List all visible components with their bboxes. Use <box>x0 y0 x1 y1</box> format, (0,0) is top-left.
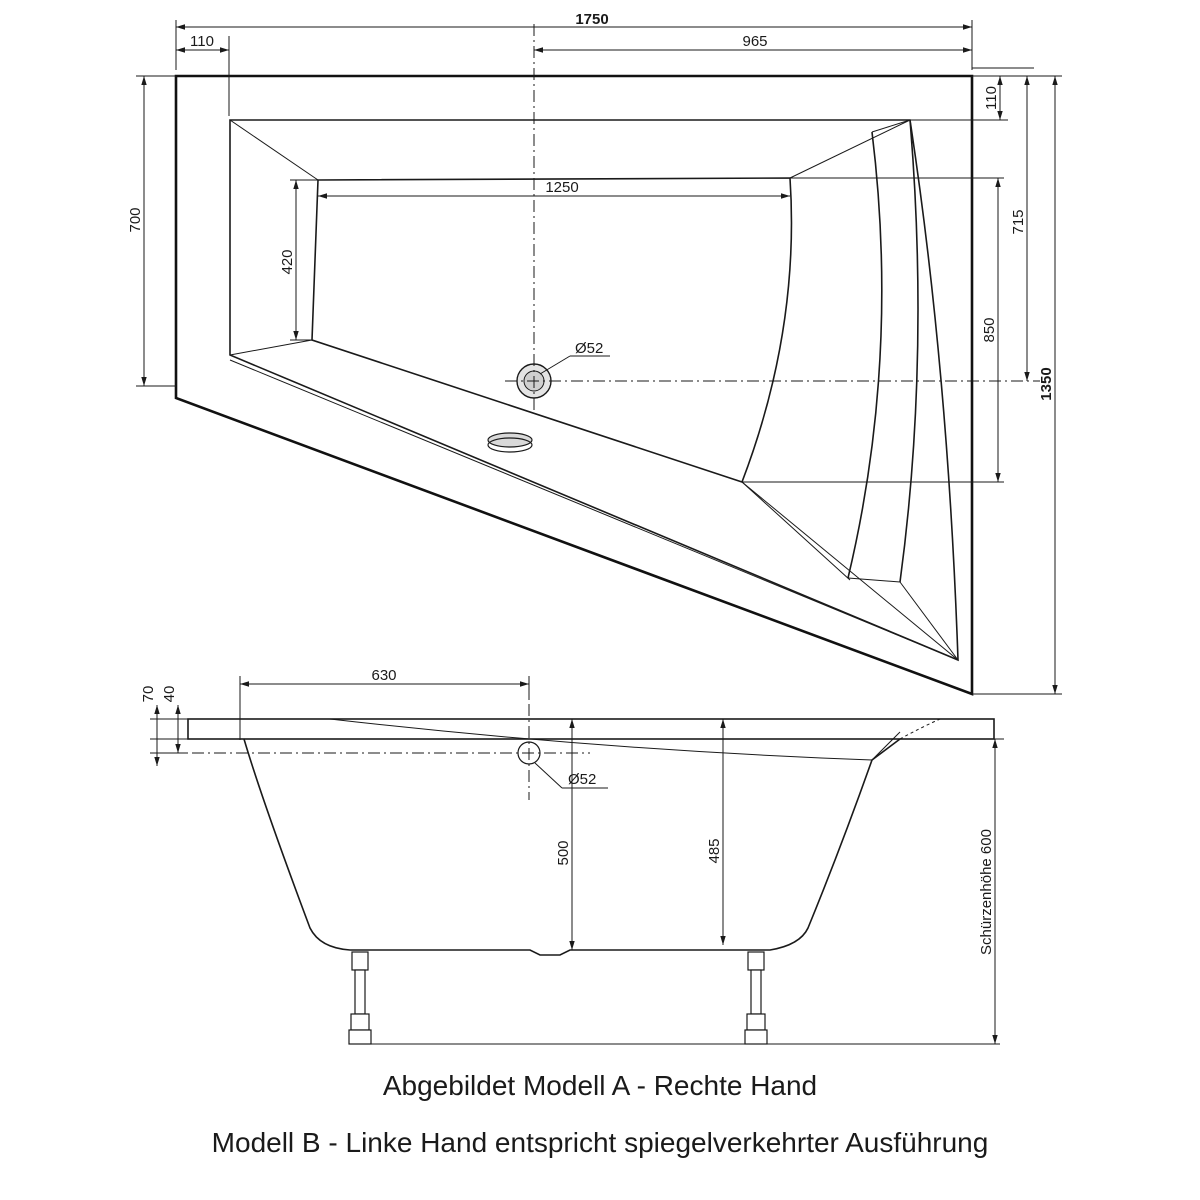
dim-depth-left: 700 <box>127 75 176 387</box>
drain-diameter-label: Ø52 <box>575 340 603 357</box>
dim-side-drain-offset: 630 <box>239 667 530 740</box>
svg-text:70: 70 <box>140 686 157 703</box>
side-drain-diameter-label: Ø52 <box>568 771 596 788</box>
svg-text:1350: 1350 <box>1038 367 1055 400</box>
drain-leader <box>539 355 571 375</box>
dim-depth-right-inner: 850 <box>742 177 1004 483</box>
tub-foot-right <box>744 951 768 1045</box>
tub-outer-contour <box>174 74 974 696</box>
svg-text:40: 40 <box>161 686 178 703</box>
dim-depth-total: 1350 <box>972 75 1062 695</box>
caption-model-a: Abgebildet Modell A - Rechte Hand <box>382 1070 818 1101</box>
dim-drain-to-right: 965 <box>534 33 972 53</box>
tub-basin-floor <box>311 177 793 483</box>
svg-text:485: 485 <box>706 838 723 863</box>
svg-text:630: 630 <box>371 667 396 684</box>
dim-depth-mid: 715 <box>972 67 1034 381</box>
dim-offset-left: 110 <box>176 33 230 116</box>
overflow-cap <box>487 432 533 453</box>
svg-text:500: 500 <box>555 840 572 865</box>
svg-text:1250: 1250 <box>545 179 578 196</box>
backrest-curves <box>847 119 959 661</box>
svg-text:850: 850 <box>981 317 998 342</box>
svg-text:420: 420 <box>279 249 296 274</box>
dim-side-rim: 70 40 <box>140 686 188 766</box>
dim-side-depth-500: 500 <box>555 719 575 950</box>
tub-foot-left <box>348 951 372 1045</box>
svg-text:700: 700 <box>127 207 144 232</box>
dim-side-depth-485: 485 <box>706 719 726 945</box>
dim-inner-width: 1250 <box>318 179 790 199</box>
tub-rim-slab <box>187 718 995 740</box>
dim-width-total: 1750 <box>175 11 973 70</box>
top-view: Ø52 1750 110 965 700 <box>127 11 1062 696</box>
dim-inner-depth-left: 420 <box>279 179 318 341</box>
basin-bevels <box>229 119 959 661</box>
tub-body-profile <box>243 738 901 956</box>
svg-text:965: 965 <box>742 33 767 50</box>
tub-inner-slope <box>329 718 873 761</box>
svg-text:110: 110 <box>983 86 1000 110</box>
side-view: Ø52 630 70 40 <box>140 667 1004 1045</box>
caption-model-b: Modell B - Linke Hand entspricht spiegel… <box>211 1127 989 1158</box>
svg-text:715: 715 <box>1010 209 1027 234</box>
dim-apron-height: Schürzenhöhe 600 <box>978 738 1004 1044</box>
svg-text:1750: 1750 <box>575 11 608 28</box>
svg-text:Schürzenhöhe 600: Schürzenhöhe 600 <box>978 829 995 955</box>
tub-rim-inner <box>229 119 959 662</box>
svg-text:110: 110 <box>190 33 214 50</box>
